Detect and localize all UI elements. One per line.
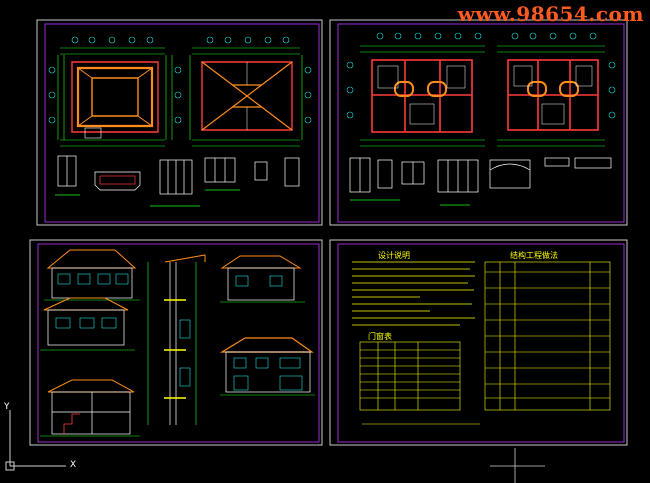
sheet-roof-plan[interactable] [36,19,323,226]
roof-plan-left [48,36,182,147]
building-section [40,379,140,437]
crosshair-cursor [490,448,545,483]
floor-plan-left [346,32,485,147]
rear-elevation [220,255,305,303]
window-details-row [55,155,300,207]
perspective-elevation [219,337,315,396]
side-elevation-middle [40,297,135,351]
door-window-table-title: 门窗表 [368,332,392,341]
design-notes-text [352,261,475,326]
door-details-row [349,157,612,206]
roof-plan-right [189,36,312,147]
structural-spec-title: 结构工程做法 [510,251,558,260]
ucs-x-label: X [70,460,77,470]
design-notes-title: 设计说明 [378,251,410,260]
sheet-design-notes[interactable] [329,239,628,446]
wall-section-detail [147,254,206,425]
floor-plan-right [497,32,616,147]
structural-spec-table [484,261,611,411]
door-window-schedule [359,341,480,425]
front-elevation-top [44,249,140,301]
ucs-y-label: Y [4,402,10,412]
ucs-icon [5,410,66,471]
sheet-floor-plans[interactable] [329,19,628,226]
site-watermark: www.98654.com [457,2,644,26]
sheet-elevations[interactable] [29,239,323,446]
